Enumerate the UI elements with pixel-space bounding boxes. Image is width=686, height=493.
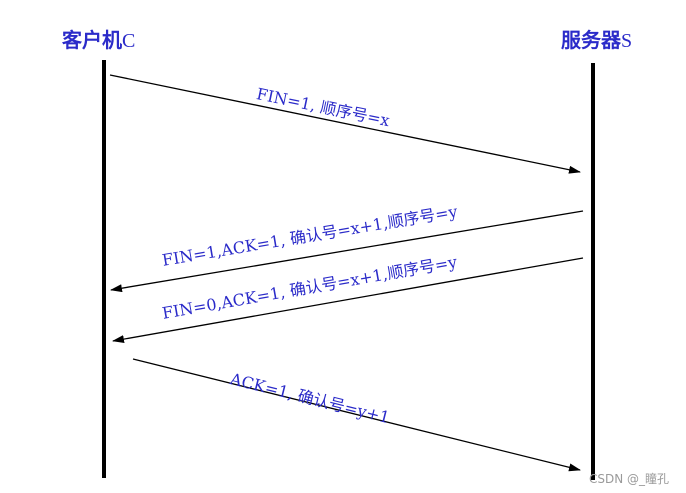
message-arrow-4 <box>132 358 581 472</box>
server-title: 服务器S <box>561 24 632 53</box>
server-label: 服务器 <box>561 28 621 52</box>
message-arrow-2 <box>110 210 584 293</box>
client-suffix: C <box>122 30 136 52</box>
client-label: 客户机 <box>62 28 122 52</box>
server-suffix: S <box>621 30 633 52</box>
watermark: CSDN @_瞳孔 <box>589 472 670 486</box>
message-arrow-3 <box>112 257 584 344</box>
message-arrow-1 <box>109 74 581 174</box>
client-title: 客户机C <box>62 24 135 53</box>
